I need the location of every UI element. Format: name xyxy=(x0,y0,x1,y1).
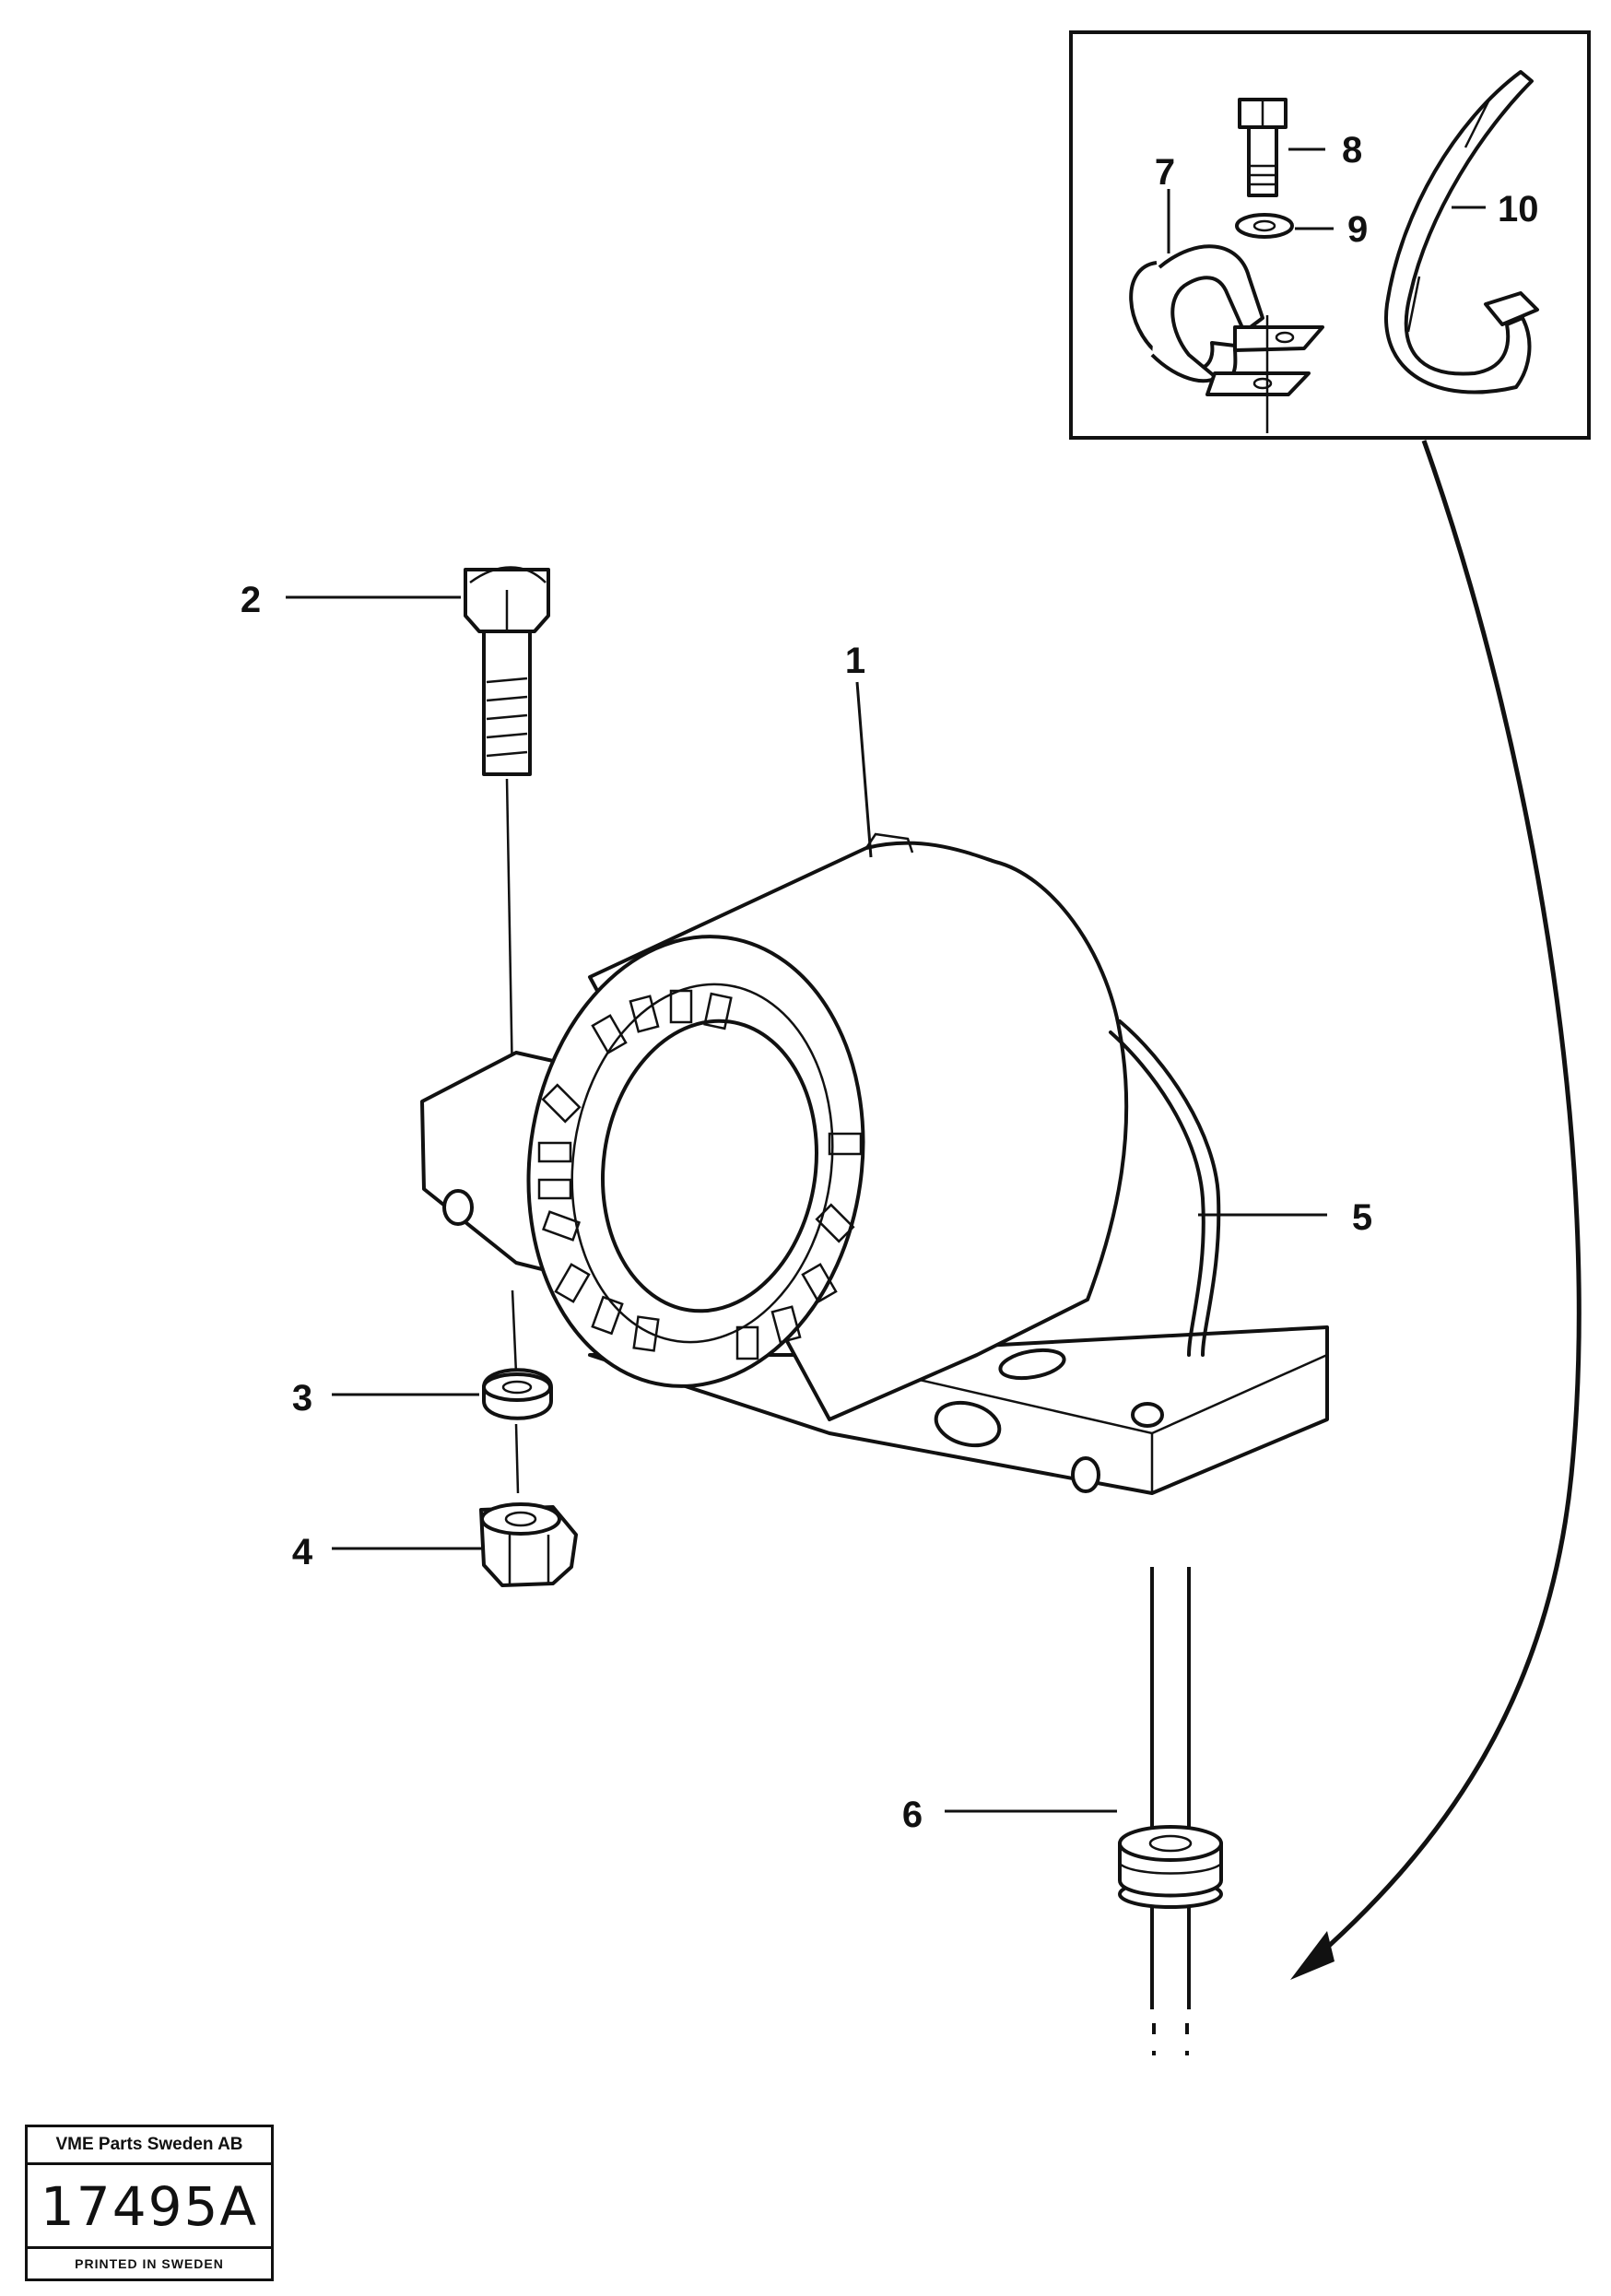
small-bolt-icon xyxy=(1238,98,1288,197)
callout-7: 7 xyxy=(1155,152,1175,193)
rubber-grommet-icon xyxy=(1118,1825,1223,1909)
callout-5: 5 xyxy=(1352,1197,1372,1238)
callout-8: 8 xyxy=(1342,130,1362,171)
small-washer-icon xyxy=(1235,213,1294,239)
lock-nut-icon xyxy=(479,1502,578,1587)
reverse-alarm-buzzer-icon xyxy=(526,832,1129,1421)
hose-clamp-icon xyxy=(1129,244,1324,433)
callout-3: 3 xyxy=(292,1378,312,1419)
detail-inset: 7 8 9 10 xyxy=(1069,30,1591,440)
callout-6: 6 xyxy=(902,1795,923,1835)
cable-tie-icon xyxy=(1383,70,1539,394)
callout-1: 1 xyxy=(845,641,865,681)
callout-10: 10 xyxy=(1498,189,1539,230)
hex-bolt-icon xyxy=(464,566,550,1084)
callout-2: 2 xyxy=(241,580,261,620)
detail-pointer-arrow xyxy=(1290,440,1582,1980)
document-stamp: VME Parts Sweden AB 17495A PRINTED IN SW… xyxy=(25,2125,274,2281)
callout-4: 4 xyxy=(292,1532,313,1572)
leader-1 xyxy=(855,681,873,858)
stamp-company: VME Parts Sweden AB xyxy=(28,2127,271,2165)
cable-icon xyxy=(1109,1019,1221,2055)
stamp-drawing-number: 17495A xyxy=(40,2175,259,2238)
stamp-printed-note: PRINTED IN SWEDEN xyxy=(28,2246,271,2278)
washer-icon xyxy=(482,1289,553,1494)
callout-9: 9 xyxy=(1347,209,1368,250)
